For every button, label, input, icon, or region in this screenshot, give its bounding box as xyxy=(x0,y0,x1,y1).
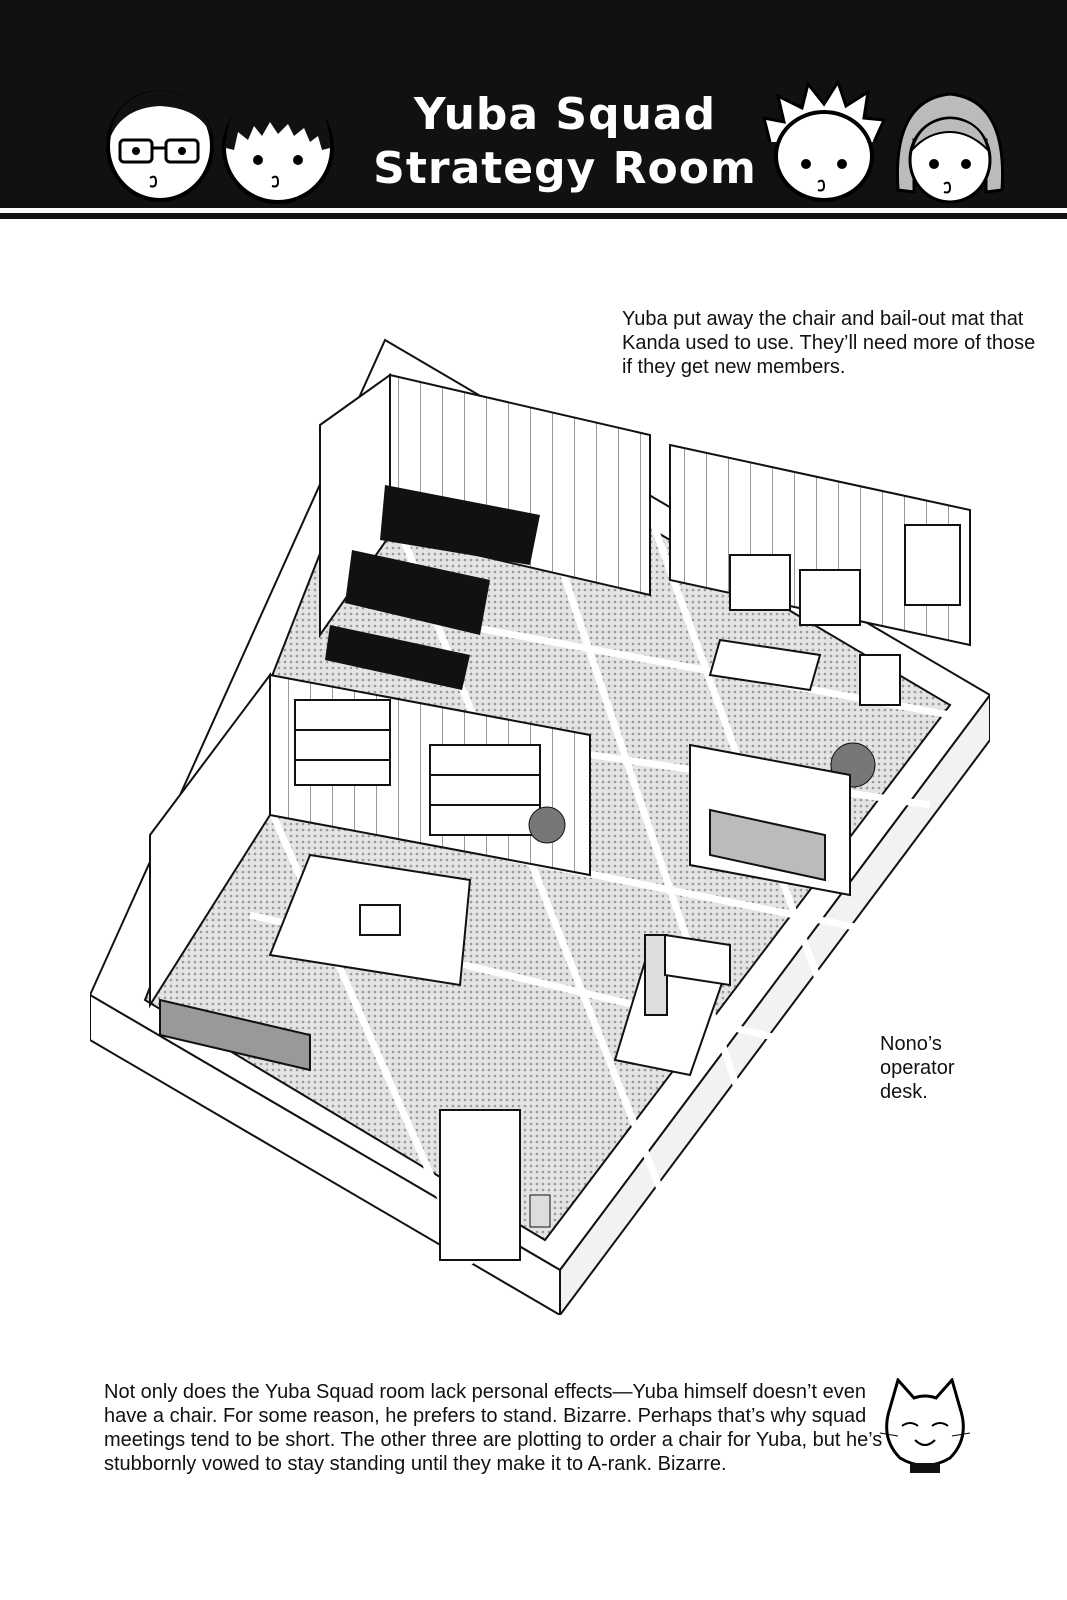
chibi-face-spiky-icon xyxy=(761,78,887,202)
page-title: Yuba Squad Strategy Room xyxy=(340,88,790,196)
caption-operator-desk: Nono’s operator desk. xyxy=(880,1033,955,1103)
meeting-tables xyxy=(268,853,472,987)
lounge-furniture xyxy=(708,524,961,706)
bail-out-mats xyxy=(325,485,540,690)
strategy-room-illustration xyxy=(90,338,990,1315)
door xyxy=(439,1109,521,1261)
chibi-face-glasses-icon xyxy=(106,90,214,202)
cat-mascot-icon xyxy=(880,1378,970,1473)
shelves xyxy=(294,699,541,836)
title-line-2: Strategy Room xyxy=(373,143,757,194)
title-line-1: Yuba Squad xyxy=(413,89,717,140)
operator-desk xyxy=(613,933,732,1077)
caption-chair-note: Yuba put away the chair and bail-out mat… xyxy=(622,308,1036,378)
header-divider xyxy=(0,208,1067,213)
header-divider-bold xyxy=(0,213,1067,219)
chibi-face-bob-hair-icon xyxy=(895,92,1005,204)
caption-footnote: Not only does the Yuba Squad room lack p… xyxy=(104,1381,883,1475)
plant xyxy=(528,806,566,844)
chibi-face-bangs-icon xyxy=(222,90,334,204)
